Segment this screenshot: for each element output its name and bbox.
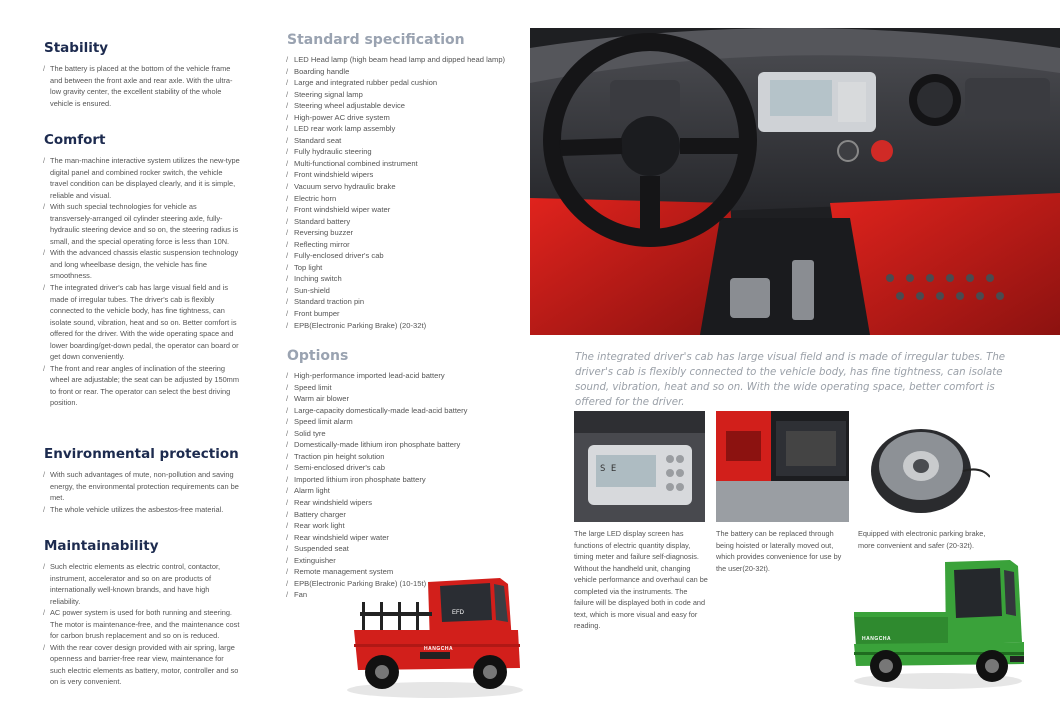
- bullet-list: The man-machine interactive system utili…: [43, 155, 240, 409]
- list-item: With such special technologies for vehic…: [43, 201, 240, 247]
- brand-text: HANGCHA: [424, 646, 454, 652]
- section-comfort: Comfort The man-machine interactive syst…: [43, 132, 240, 409]
- list-item: Extinguisher: [286, 555, 522, 567]
- list-item: With the rear cover design provided with…: [43, 642, 240, 688]
- list-item: Top light: [286, 262, 522, 274]
- list-item: The whole vehicle utilizes the asbestos-…: [43, 504, 240, 516]
- list-item: Solid tyre: [286, 428, 522, 440]
- battery-caption: The battery can be replaced through bein…: [716, 529, 842, 573]
- list-item: Boarding handle: [286, 66, 522, 78]
- list-item: Semi-enclosed driver's cab: [286, 462, 522, 474]
- list-item: High-performance imported lead-acid batt…: [286, 370, 522, 382]
- list-item: With such advantages of mute, non-pollut…: [43, 469, 240, 504]
- section-title: Comfort: [44, 132, 106, 148]
- svg-text:EFD: EFD: [452, 610, 465, 616]
- list-item: The front and rear angles of inclination…: [43, 363, 240, 409]
- list-item: Warm air blower: [286, 393, 522, 405]
- section-title: Environmental protection: [44, 446, 239, 462]
- list-item: LED rear work lamp assembly: [286, 123, 522, 135]
- bullet-list: Such electric elements as electric contr…: [43, 561, 240, 688]
- list-item: Steering wheel adjustable device: [286, 100, 522, 112]
- list-item: Vacuum servo hydraulic brake: [286, 181, 522, 193]
- list-item: EPB(Electronic Parking Brake) (20-32t): [286, 320, 522, 332]
- list-item: The battery is placed at the bottom of t…: [43, 63, 240, 109]
- section-maintainability: Maintainability Such electric elements a…: [43, 538, 240, 688]
- main-caption: The integrated driver's cab has large vi…: [575, 352, 1006, 408]
- list-item: Imported lithium iron phosphate battery: [286, 474, 522, 486]
- list-item: Sun-shield: [286, 285, 522, 297]
- list-item: Inching switch: [286, 273, 522, 285]
- list-item: Electric horn: [286, 193, 522, 205]
- list-item: Rear windshield wiper water: [286, 532, 522, 544]
- list-item: Standard seat: [286, 135, 522, 147]
- list-item: Fully hydraulic steering: [286, 146, 522, 158]
- standard-specification: Standard specification LED Head lamp (hi…: [286, 32, 522, 332]
- section-stability: Stability The battery is placed at the b…: [43, 40, 240, 109]
- list-item: Suspended seat: [286, 543, 522, 555]
- list-item: With the advanced chassis elastic suspen…: [43, 247, 240, 282]
- list-item: The integrated driver's cab has large vi…: [43, 282, 240, 363]
- cab-interior-photo: [530, 28, 1060, 335]
- list-item: Alarm light: [286, 485, 522, 497]
- list-item: Large and integrated rubber pedal cushio…: [286, 77, 522, 89]
- battery-photo: [716, 411, 849, 522]
- green-tractor-image: HANGCHA: [850, 556, 1025, 691]
- parking-brake-caption: Equipped with electronic parking brake, …: [858, 529, 986, 550]
- list-item: Front bumper: [286, 308, 522, 320]
- section-title: Stability: [44, 40, 109, 56]
- list-item: Speed limit: [286, 382, 522, 394]
- list-item: Front windshield wipers: [286, 169, 522, 181]
- parking-brake-photo: [859, 411, 990, 522]
- svg-text:S E: S E: [600, 464, 616, 474]
- section-title: Options: [287, 348, 349, 364]
- list-item: Fully-enclosed driver's cab: [286, 250, 522, 262]
- options: Options High-performance imported lead-a…: [286, 348, 522, 601]
- bullet-list: The battery is placed at the bottom of t…: [43, 63, 240, 109]
- list-item: Large-capacity domestically-made lead-ac…: [286, 405, 522, 417]
- section-environmental-protection: Environmental protection With such advan…: [43, 446, 240, 516]
- list-item: AC power system is used for both running…: [43, 607, 240, 642]
- display-screen-photo: S E: [574, 411, 705, 522]
- section-title: Maintainability: [44, 538, 159, 554]
- bullet-list: LED Head lamp (high beam head lamp and d…: [286, 54, 522, 332]
- bullet-list: High-performance imported lead-acid batt…: [286, 370, 522, 601]
- list-item: Rear work light: [286, 520, 522, 532]
- list-item: Traction pin height solution: [286, 451, 522, 463]
- list-item: The man-machine interactive system utili…: [43, 155, 240, 201]
- list-item: Rear windshield wipers: [286, 497, 522, 509]
- list-item: Multi-functional combined instrument: [286, 158, 522, 170]
- list-item: Battery charger: [286, 509, 522, 521]
- red-tractor-image: EFD HANGCHA: [340, 572, 530, 700]
- list-item: LED Head lamp (high beam head lamp and d…: [286, 54, 522, 66]
- list-item: Speed limit alarm: [286, 416, 522, 428]
- list-item: Remote management system: [286, 566, 522, 578]
- section-title: Standard specification: [287, 32, 465, 48]
- list-item: Reversing buzzer: [286, 227, 522, 239]
- list-item: Steering signal lamp: [286, 89, 522, 101]
- list-item: Standard battery: [286, 216, 522, 228]
- bullet-list: With such advantages of mute, non-pollut…: [43, 469, 240, 516]
- list-item: Reflecting mirror: [286, 239, 522, 251]
- display-screen-caption: The large LED display screen has functio…: [574, 529, 708, 630]
- list-item: EPB(Electronic Parking Brake) (10-15t): [286, 578, 522, 590]
- list-item: Standard traction pin: [286, 296, 522, 308]
- list-item: High-power AC drive system: [286, 112, 522, 124]
- list-item: Front windshield wiper water: [286, 204, 522, 216]
- list-item: Domestically-made lithium iron phosphate…: [286, 439, 522, 451]
- list-item: Such electric elements as electric contr…: [43, 561, 240, 607]
- brand-text: HANGCHA: [862, 636, 892, 642]
- list-item: Fan: [286, 589, 522, 601]
